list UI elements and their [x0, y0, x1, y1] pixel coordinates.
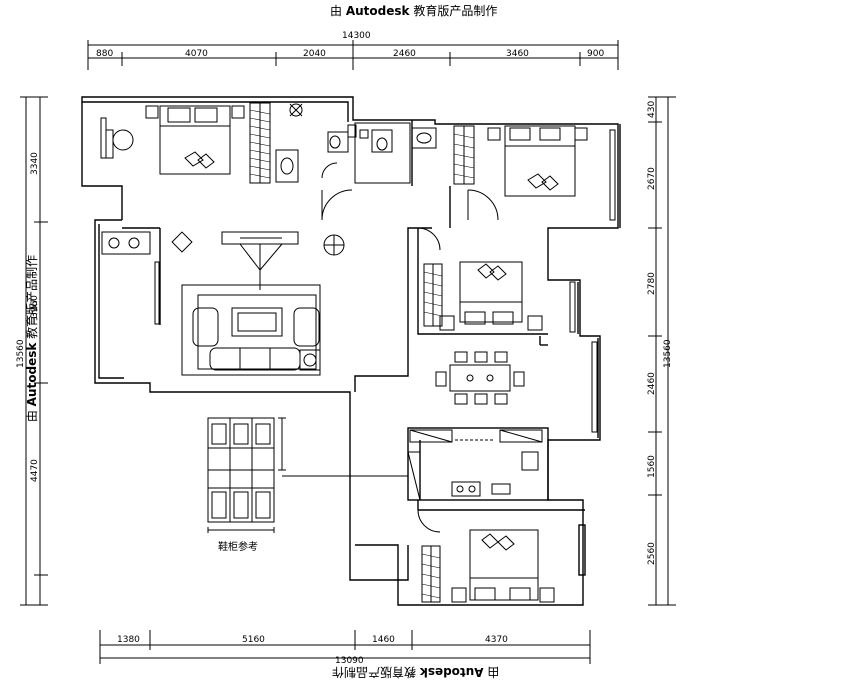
- left-dimension-chain: 3340 3960 4470 13560: [16, 96, 48, 606]
- dim-top-1: 4070: [185, 49, 208, 59]
- kitchen: [407, 429, 543, 501]
- dim-top-3: 2460: [393, 49, 416, 59]
- master-bedroom: [105, 102, 271, 184]
- bedroom-bottom: [421, 529, 555, 603]
- bedroom-top-right: [453, 125, 588, 197]
- dim-bottom-0: 1380: [117, 635, 140, 645]
- second-bathroom: [354, 122, 437, 184]
- dim-right-2: 2780: [647, 272, 657, 295]
- dim-bottom-2: 1460: [372, 635, 395, 645]
- dim-right-total: 13560: [663, 339, 673, 368]
- dining-table: [435, 351, 525, 405]
- windows: [100, 117, 616, 433]
- dim-left-1: 3960: [30, 295, 40, 318]
- right-dimension-chain: 430 2670 2780 2460 1560 2560 13560: [647, 96, 676, 606]
- master-bathroom: [275, 103, 357, 183]
- dim-right-4: 1560: [647, 455, 657, 478]
- dim-top-total: 14300: [342, 31, 371, 41]
- bottom-dimension-chain: 1380 5160 1460 4370 13090: [99, 630, 591, 666]
- shoe-cabinet-label: 鞋柜参考: [218, 540, 258, 553]
- dim-right-0: 430: [647, 101, 657, 118]
- dim-right-3: 2460: [647, 372, 657, 395]
- dim-top-5: 900: [587, 49, 604, 59]
- shoe-cabinet-elevation: 鞋柜参考: [207, 417, 408, 553]
- dim-top-0: 880: [96, 49, 113, 59]
- dim-right-1: 2670: [647, 167, 657, 190]
- top-dimension-chain: 14300 880 4070 2040 2460 3460 900: [87, 31, 619, 70]
- dim-left-0: 3340: [30, 152, 40, 175]
- dim-bottom-1: 5160: [242, 635, 265, 645]
- bedroom-middle: [423, 261, 543, 331]
- dim-right-5: 2560: [647, 542, 657, 565]
- dim-bottom-total: 13090: [335, 656, 364, 666]
- dim-top-2: 2040: [303, 49, 326, 59]
- dim-top-4: 3460: [506, 49, 529, 59]
- doors: [321, 162, 499, 533]
- outer-walls: [81, 96, 621, 606]
- dim-bottom-3: 4370: [485, 635, 508, 645]
- dim-left-total: 13560: [16, 339, 26, 368]
- watermark-top: 由 Autodesk 教育版产品制作: [330, 4, 498, 18]
- dim-left-2: 4470: [30, 459, 40, 482]
- living-room: [101, 231, 345, 376]
